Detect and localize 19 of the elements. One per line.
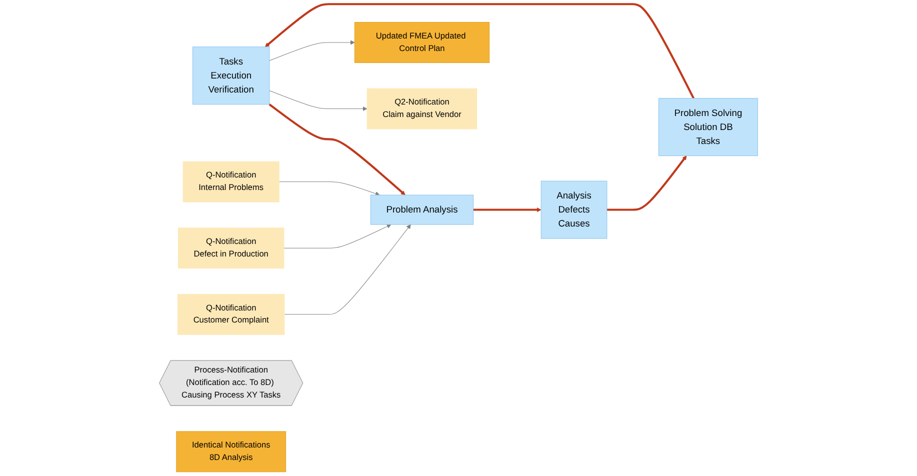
arrow <box>284 224 411 315</box>
arrow <box>268 104 406 196</box>
arrow <box>264 3 694 99</box>
node-box: Q-Notification Internal Problems <box>182 161 280 202</box>
arrow <box>269 90 368 112</box>
node-box: Analysis Defects Causes <box>540 180 608 239</box>
node-box: Q2-Notification Claim against Vendor <box>366 88 478 130</box>
arrow <box>269 40 355 61</box>
node-box: Problem Analysis <box>370 194 474 225</box>
node-box: Identical Notifications 8D Analysis <box>176 431 286 472</box>
arrow <box>278 182 380 196</box>
node-box: Problem Solving Solution DB Tasks <box>658 98 758 156</box>
node-box: Updated FMEA Updated Control Plan <box>354 22 490 63</box>
arrow <box>473 208 542 212</box>
node-box: Q-Notification Customer Complaint <box>178 294 285 335</box>
arrow <box>606 156 687 211</box>
node-box: Q-Notification Defect in Production <box>178 228 284 269</box>
arrow <box>284 224 392 248</box>
node-box: Tasks Execution Verification <box>192 46 270 105</box>
